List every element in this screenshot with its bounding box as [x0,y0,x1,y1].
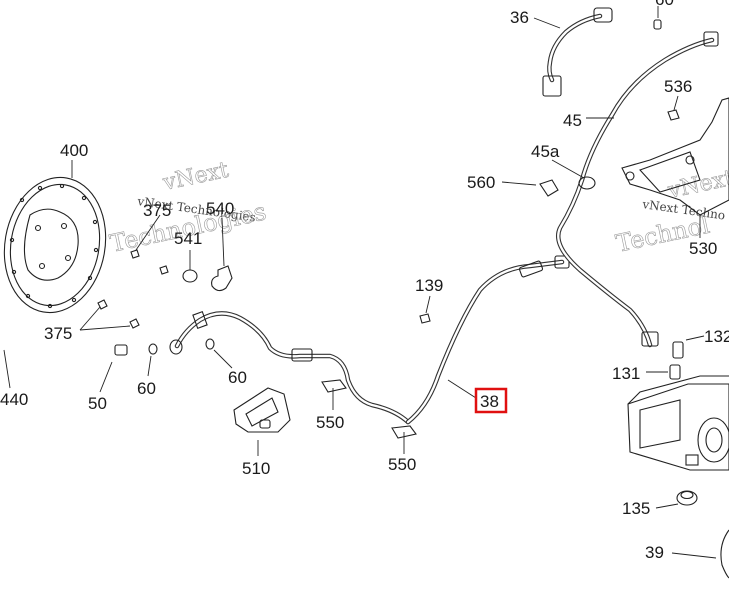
callout-131: 131 [612,364,640,383]
callout-39: 39 [645,543,664,562]
brake-disc [3,160,107,314]
watermark-text: vNext [160,158,231,196]
callout-540: 540 [206,199,234,218]
grommet-135 [655,490,698,509]
clip-560 [501,159,585,197]
callout-530: 530 [689,239,717,258]
callout-541: 541 [174,229,202,248]
callout-550-b: 550 [388,455,416,474]
callout-536: 536 [664,77,692,96]
abs-bracket [621,97,729,238]
callout-38-highlight[interactable]: 38 [474,387,508,414]
callout-60-a: 60 [137,379,156,398]
leader-440 [3,349,11,389]
callout-45a: 45a [531,142,560,161]
callout-510: 510 [242,459,270,478]
bolt-139 [419,295,431,324]
callout-50: 50 [88,394,107,413]
callout-60-top: 60 [655,0,674,9]
fittings-131-132 [646,335,705,380]
callout-labels: 36 60 536 45 45a 560 400 375 540 541 530… [0,0,729,562]
small-hardware-left [79,214,233,393]
callout-139: 139 [415,276,443,295]
speed-sensor [533,6,662,97]
part-39 [671,529,729,579]
callout-550-a: 550 [316,413,344,432]
callout-45: 45 [563,111,582,130]
brake-line-45 [556,31,719,348]
rear-brake-line [169,311,417,439]
brake-line-38 [405,255,570,425]
guard-510 [233,387,291,456]
callout-375-upper: 375 [143,201,171,220]
callout-135: 135 [622,499,650,518]
callout-38: 38 [480,392,499,411]
highlight-box [474,387,508,414]
callout-132: 132 [704,327,729,346]
callout-36: 36 [510,8,529,27]
callout-560: 560 [467,173,495,192]
callout-440: 440 [0,390,28,409]
callout-375-lower: 375 [44,324,72,343]
leader-38 [447,379,477,399]
abs-module [627,375,729,471]
callout-60-b: 60 [228,368,247,387]
screw-536 [667,95,680,121]
callout-400: 400 [60,141,88,160]
